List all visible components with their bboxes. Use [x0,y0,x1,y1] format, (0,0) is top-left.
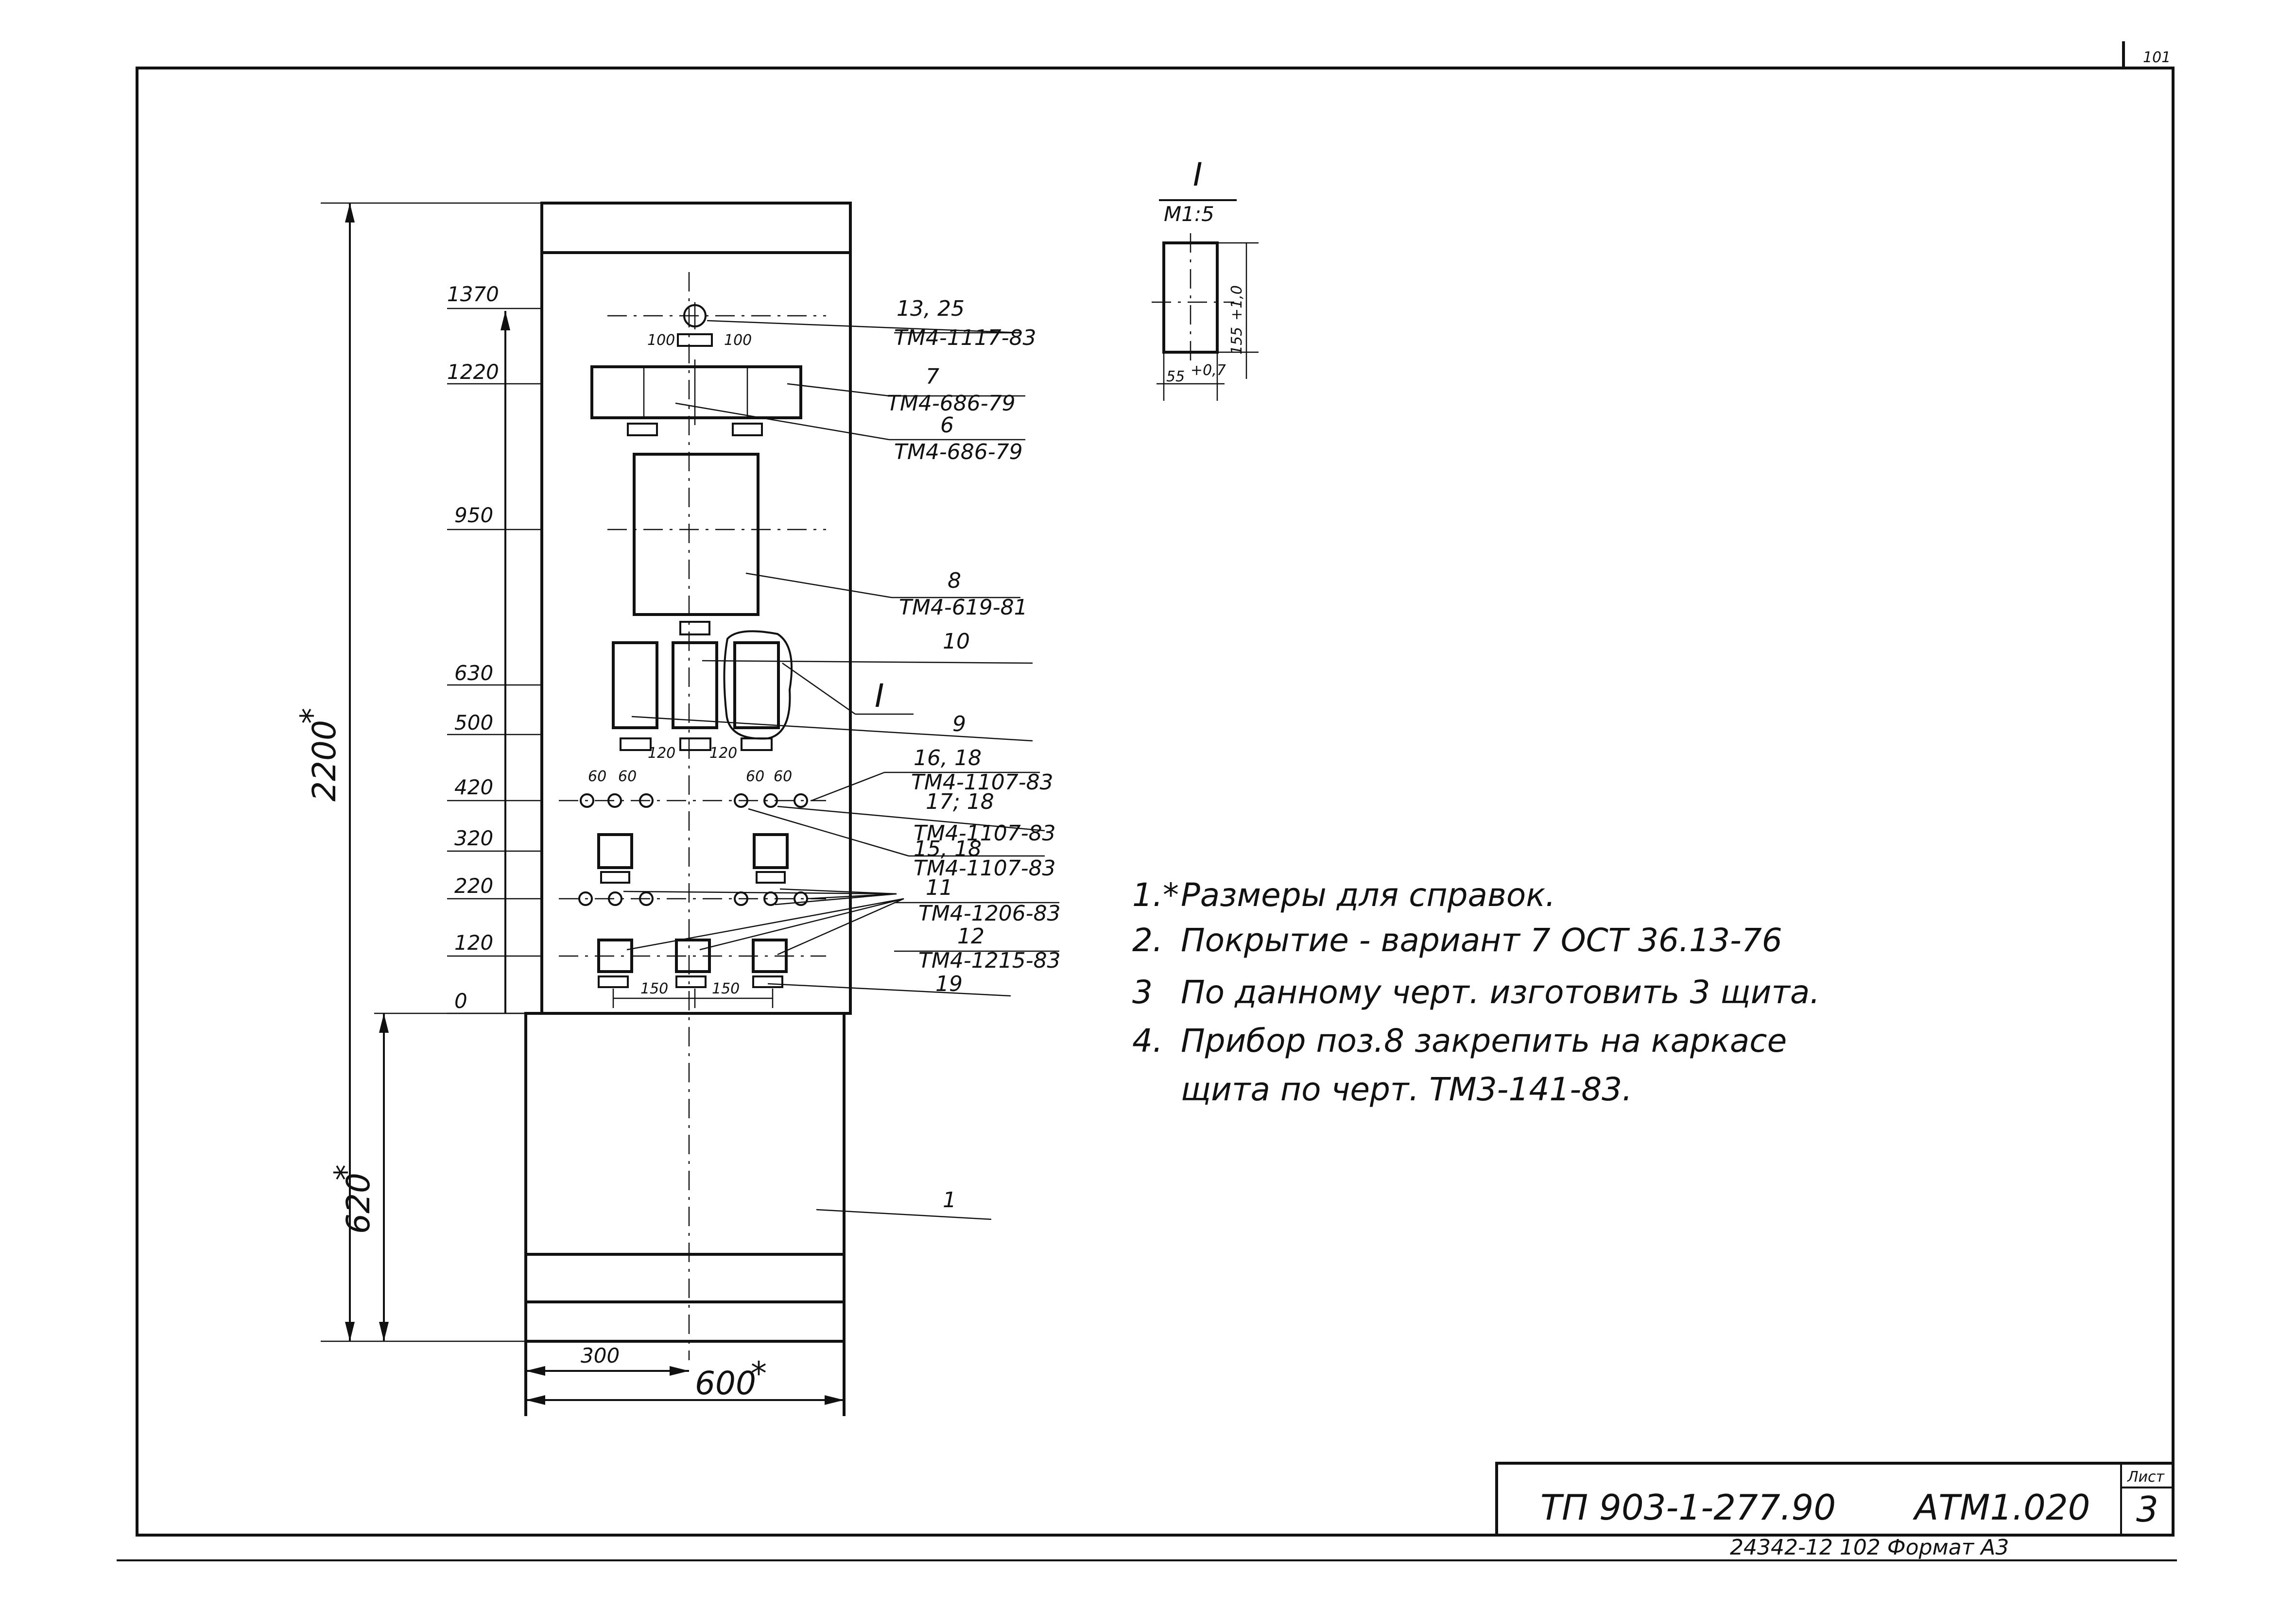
level-220: 220 [454,874,493,898]
dim-120-left: 120 [648,745,675,762]
ref-tm-1107-a: ТМ4-1107-83 [911,770,1053,795]
ref-8: 8 [948,568,961,593]
sheet-frame: 10 1 [117,41,2177,1561]
references: 13, 25 ТМ4-1117-83 7 ТМ4-686-79 6 ТМ4-68… [623,296,1061,1220]
note-3-text: По данному черт. изготовить 3 щита. [1181,974,1820,1011]
detail-view: I М1:5 155 +1,0 55 +0,7 [1152,156,1259,401]
drawing-designation: ТП 903-1-277.90 [1540,1487,1836,1528]
dim-150-left: 150 [640,980,668,997]
ref-tm-686-a: ТМ4-686-79 [887,391,1016,416]
dim-620: 620 [340,1173,377,1234]
level-1370: 1370 [447,282,499,306]
detail-title: I [1193,156,1202,193]
dim-2200: 2200 [306,720,343,802]
detail-callout: I [875,677,884,715]
dim-120-right: 120 [709,745,737,762]
ref-13-25: 13, 25 [897,296,965,321]
drawing-code: АТМ1.020 [1913,1487,2090,1528]
overall-dimensions: 2200 * 620 * 300 600 * [293,202,844,1405]
ref-6: 6 [940,413,954,438]
level-950: 950 [454,503,493,527]
ref-12: 12 [957,924,984,949]
level-0: 0 [454,989,467,1013]
level-dimensions: 1370 1220 950 630 500 420 320 220 120 0 [447,282,542,1014]
level-500: 500 [454,711,493,735]
detail-tol-55: +0,7 [1191,362,1226,379]
dim-2200-asterisk: * [293,708,331,724]
dim-600-asterisk: * [751,1355,767,1392]
ref-9: 9 [952,712,966,736]
note-4-continuation: щита по черт. ТМ3-141-83. [1181,1071,1632,1108]
note-4-number: 4. [1132,1022,1163,1060]
note-3-number: 3 [1132,974,1153,1011]
ref-tm-1107-c: ТМ4-1107-83 [914,856,1056,881]
panel-outline [524,202,852,1416]
corner-sheet-number: 101 [2143,49,2171,66]
note-1-number: 1.* [1132,876,1179,914]
dim-100-left: 100 [647,332,675,349]
note-4-text: Прибор поз.8 закрепить на каркасе [1181,1022,1787,1060]
level-320: 320 [454,826,493,850]
ref-tm-1117: ТМ4-1117-83 [894,325,1036,350]
ref-1: 1 [943,1188,956,1213]
dim-300: 300 [581,1344,620,1368]
note-2-text: Покрытие - вариант 7 ОСТ 36.13-76 [1181,922,1782,959]
ref-15-18: 15, 18 [914,837,982,861]
ref-10: 10 [943,629,970,654]
notes: 1.* Размеры для справок. 2. Покрытие - в… [1132,876,1820,1108]
title-block: ТП 903-1-277.90 АТМ1.020 Лист 3 24342-12… [1495,1462,2175,1560]
ref-tm-1107-b: ТМ4-1107-83 [914,821,1056,846]
detail-dim-55: 55 [1166,368,1185,385]
ref-19: 19 [935,972,963,996]
dim-620-asterisk: * [328,1164,365,1180]
dim-60-a: 60 [588,768,606,785]
detail-scale: М1:5 [1164,202,1214,226]
devices: 100 100 120 120 60 60 60 60 [559,302,826,1008]
ref-tm-1206: ТМ4-1206-83 [918,901,1061,926]
dim-60-d: 60 [774,768,792,785]
level-630: 630 [454,661,493,685]
ref-11: 11 [926,875,953,900]
dim-60-c: 60 [746,768,764,785]
dim-60-b: 60 [618,768,637,785]
ref-tm-686-b: ТМ4-686-79 [894,440,1023,464]
level-1220: 1220 [447,360,499,384]
sheet-number: 3 [2136,1489,2158,1530]
dim-100-right: 100 [724,332,752,349]
ref-tm-1215: ТМ4-1215-83 [918,948,1061,973]
level-420: 420 [454,775,493,799]
level-120: 120 [454,931,493,955]
ref-17-18: 17; 18 [926,789,994,814]
dim-150-right: 150 [712,980,740,997]
detail-dim-155: 155 [1228,327,1245,355]
sheet-label: Лист [2127,1469,2165,1486]
detail-tol-155: +1,0 [1228,285,1245,321]
ref-tm-619: ТМ4-619-81 [899,595,1028,620]
footer-format: 24342-12 102 Формат А3 [1730,1535,2009,1560]
ref-16-18: 16, 18 [914,746,982,770]
note-2-number: 2. [1132,922,1163,959]
dim-600: 600 [695,1365,756,1402]
note-1-text: Размеры для справок. [1181,876,1555,914]
ref-7: 7 [926,364,939,389]
